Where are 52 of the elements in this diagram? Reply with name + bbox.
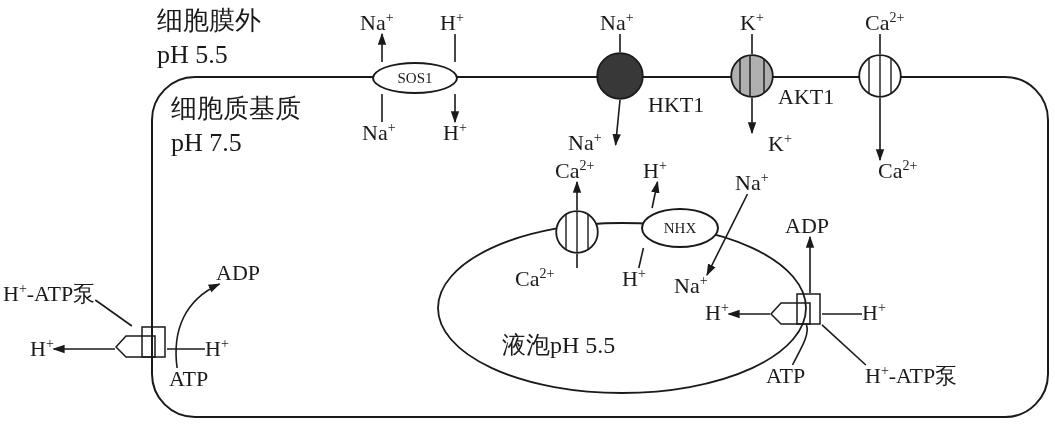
transporter-label: HKT1 xyxy=(648,94,705,116)
transporter-ellipse: NHX xyxy=(641,208,719,248)
ion-label: ADP xyxy=(785,215,829,237)
channel-circle xyxy=(555,210,599,254)
ion-label: Ca$^{2+}$ xyxy=(872,160,918,182)
ion-label: H$^{+}$ xyxy=(440,12,464,34)
ion-label: H$^{+}$ xyxy=(705,302,729,324)
ion-label: Na$^{+}$ xyxy=(735,172,769,194)
arrow xyxy=(805,235,815,294)
pump-symbol xyxy=(770,293,822,325)
arrow xyxy=(572,180,582,211)
arrow xyxy=(747,97,757,135)
arrow xyxy=(727,309,771,319)
pump-symbol xyxy=(115,326,167,358)
ion-label: Ca$^{2+}$ xyxy=(865,12,905,34)
ion-label: H$^{+}$ xyxy=(643,160,667,182)
ion-label: Na$^{+}$ xyxy=(674,275,708,297)
region-label: 细胞质基质 pH 7.5 xyxy=(171,93,302,159)
transporter-ellipse: SOS1 xyxy=(372,62,458,94)
channel-circle xyxy=(858,54,902,98)
transporter-label: AKT1 xyxy=(778,86,835,108)
ion-label: K$^{+}$ xyxy=(740,12,764,34)
arrow xyxy=(450,93,460,124)
ion-label: H$^{+}$-ATP泵 xyxy=(865,365,958,387)
ion-label: ATP xyxy=(766,365,806,387)
ion-label: Na$^{+}$ xyxy=(360,12,394,34)
ion-label: H$^{+}$ xyxy=(205,338,229,360)
arrow xyxy=(377,32,387,63)
arrow xyxy=(706,193,749,277)
arrow xyxy=(875,97,885,162)
ion-label: H$^{+}$ xyxy=(862,302,886,324)
ion-label: ATP xyxy=(169,368,209,390)
arrow xyxy=(651,180,660,209)
leader-line xyxy=(821,324,867,366)
region-label: 液泡pH 5.5 xyxy=(502,331,616,360)
ion-label: K$^{+}$ xyxy=(750,133,792,155)
arrow xyxy=(52,344,116,354)
arrow xyxy=(612,99,621,146)
ion-label: Na$^{+}$ xyxy=(568,132,616,154)
region-label: 细胞膜外 pH 5.5 xyxy=(157,5,262,71)
ion-label: ADP xyxy=(216,262,260,284)
ion-label: Ca$^{2+}$ xyxy=(555,160,595,182)
ion-label: Na$^{+}$ xyxy=(600,12,634,34)
ion-label: H$^{+}$ xyxy=(443,122,467,144)
ion-label: H$^{+}$-ATP泵 xyxy=(3,283,96,305)
ion-label: Ca$^{2+}$ xyxy=(515,268,579,290)
ion-label: H$^{+}$ xyxy=(30,338,54,360)
channel-circle xyxy=(730,54,774,98)
ion-label: H$^{+}$ xyxy=(622,268,646,290)
arrow xyxy=(175,283,221,369)
ion-label: Na$^{+}$ xyxy=(362,122,396,144)
channel-circle xyxy=(596,52,644,100)
